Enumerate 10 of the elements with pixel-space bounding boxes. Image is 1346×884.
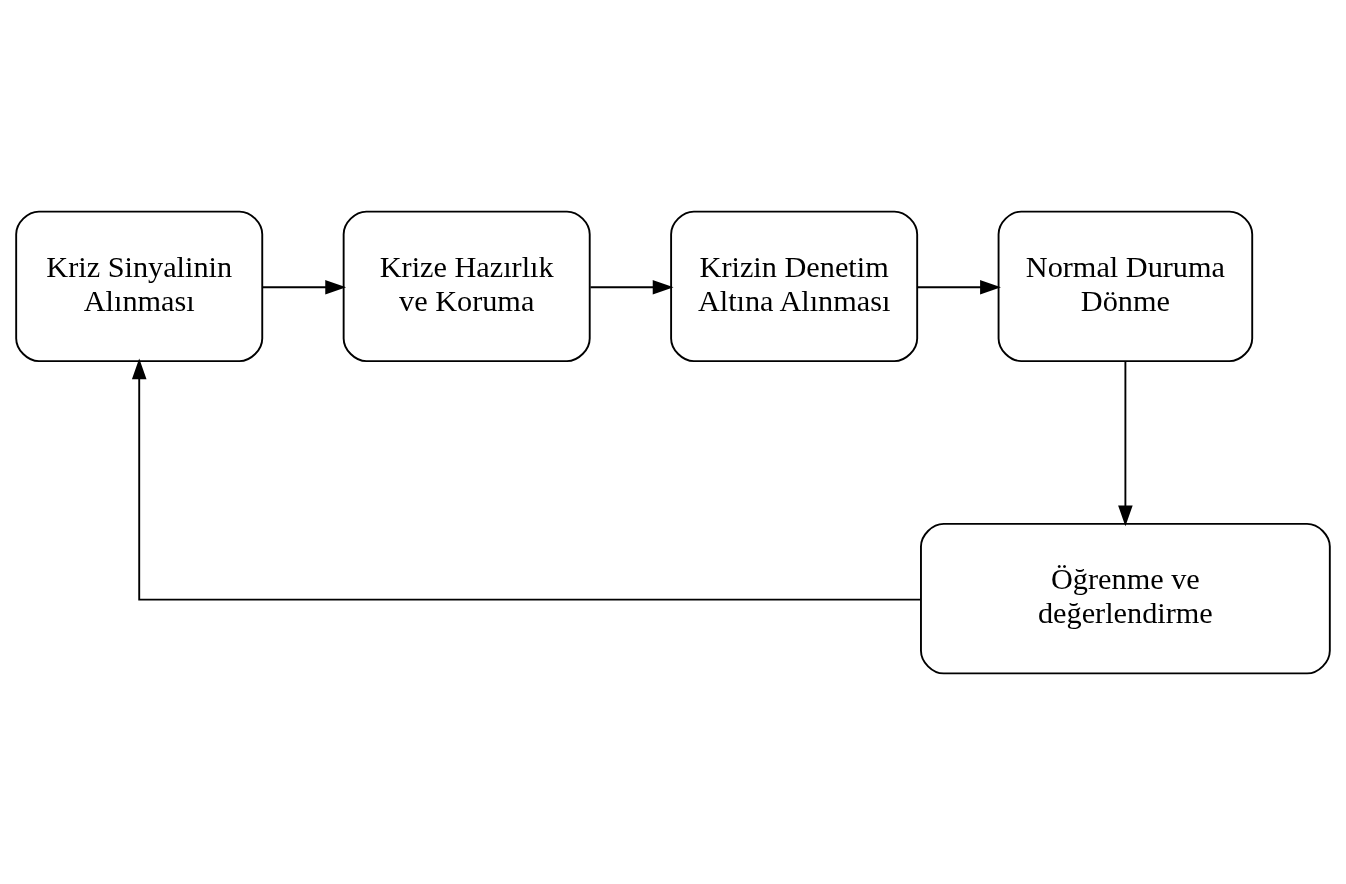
arrow bbox=[1118, 359, 1133, 526]
node-box: Krize Hazırlık ve Koruma bbox=[342, 210, 591, 362]
node-box: Normal Duruma Dönme bbox=[997, 210, 1254, 362]
node-box: Öğrenme ve değerlendirme bbox=[920, 522, 1331, 674]
arrow bbox=[916, 279, 1001, 295]
arrow bbox=[262, 279, 347, 295]
arrow bbox=[589, 279, 674, 295]
node-box: Krizin Denetim Altına Alınması bbox=[670, 210, 919, 362]
node-box: Kriz Sinyalinin Alınması bbox=[15, 210, 264, 362]
arrow bbox=[131, 358, 922, 601]
